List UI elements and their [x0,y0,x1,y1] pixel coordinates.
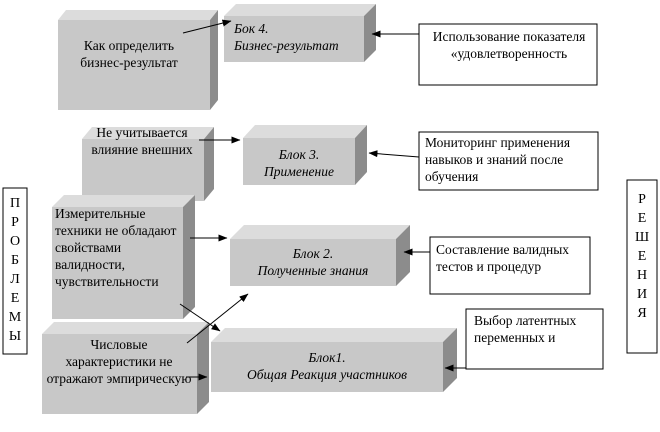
solution-box-4 [418,23,598,86]
block-4-subtitle: Бизнес-результат [234,38,339,53]
vertical-letter: Я [637,306,647,321]
vertical-letter: Ш [634,230,650,245]
block-1-label: Блок1. Общая Реакция участников [211,349,443,383]
block-4-label: Бок 4. Бизнес-результат [228,20,360,54]
solution-text-2: Составление валидных тестов и процедур [436,242,570,274]
problems-label-box [2,187,28,355]
vertical-letter: Л [10,272,20,287]
solution-box-1 [465,308,604,370]
vertical-letter: Р [11,215,19,230]
block-2-subtitle: Полученные знания [257,263,369,278]
block-3-title: Блок 3. [278,147,320,162]
solution-box-3 [418,131,599,191]
problem-text-1: Как определить бизнес-результат [80,38,178,70]
block-2-label: Блок 2. Полученные знания [230,245,396,279]
vertical-letter: И [636,287,648,302]
problem-box-1 [58,10,218,110]
problem-text-2: Не учитывается влияние внешних [91,125,193,157]
vertical-letter: Е [10,291,20,306]
block-3-label: Блок 3. Применение [243,146,355,180]
vertical-letter: М [8,310,22,325]
vertical-letter: Б [10,253,20,268]
problem-box-3 [52,195,195,319]
vertical-letter: Е [637,211,647,226]
arrow-problem4-block2 [186,293,249,344]
arrow-solution3-block3 [368,150,420,158]
solution-text-3: Мониторинг применения навыков и знаний п… [425,135,571,184]
block-3-subtitle: Применение [264,164,334,179]
block-1-title: Блок1. [308,350,346,365]
block-box-2 [230,225,410,286]
solutions-label-box [626,179,658,354]
vertical-letter: П [9,196,21,211]
problem-text-4: Числовые характеристики не отражают эмпи… [46,337,192,386]
solution-box-2 [429,236,591,295]
block-box-4 [224,4,376,62]
vertical-letter: Ы [8,329,22,344]
arrow-problem3-block1 [179,303,221,332]
vertical-letter: О [9,234,21,249]
vertical-letter: Н [636,268,648,283]
block-4-title: Бок 4. [234,21,269,36]
problem-text-3: Измерительные техники не обладают свойст… [55,206,177,289]
solution-text-1: Выбор латентных переменных и [474,313,577,345]
block-1-subtitle: Общая Реакция участников [246,367,408,382]
vertical-letter: Р [638,192,646,207]
problem-box-4 [42,322,209,414]
problem-box-2 [82,127,214,201]
arrow-problem1-block4 [182,19,232,34]
block-2-title: Блок 2. [292,246,334,261]
block-box-1 [211,328,457,392]
vertical-letter: Е [637,249,647,264]
solution-text-4: Использование показателя «удовлетворенно… [432,29,586,61]
block-box-3 [243,125,367,185]
